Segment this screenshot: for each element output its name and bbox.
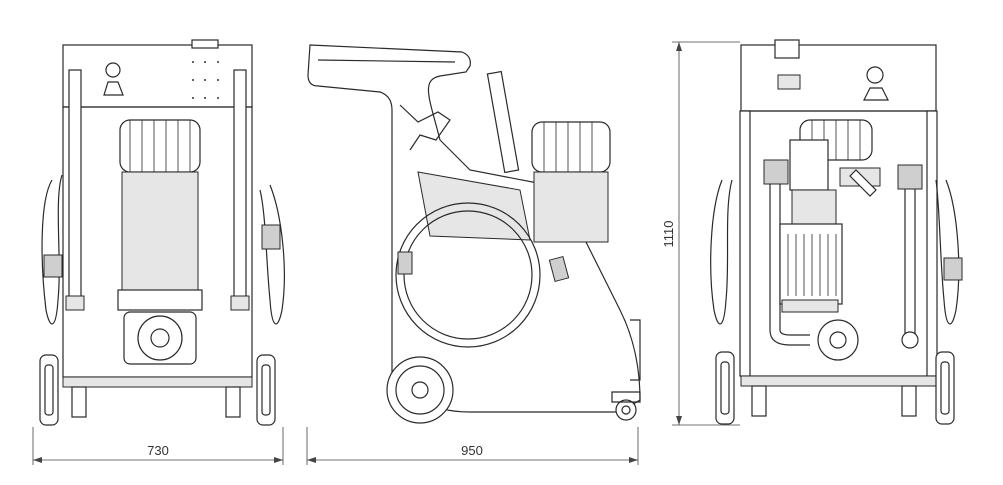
front-view bbox=[39, 39, 285, 426]
dimension-length bbox=[306, 427, 639, 465]
dimension-height bbox=[672, 41, 740, 426]
dimension-height-label: 1110 bbox=[661, 221, 676, 248]
dimension-width bbox=[32, 427, 284, 465]
dimension-length-label: 950 bbox=[461, 443, 483, 458]
rear-view bbox=[710, 39, 963, 425]
dimension-width-label: 730 bbox=[147, 443, 169, 458]
side-view bbox=[307, 44, 641, 424]
